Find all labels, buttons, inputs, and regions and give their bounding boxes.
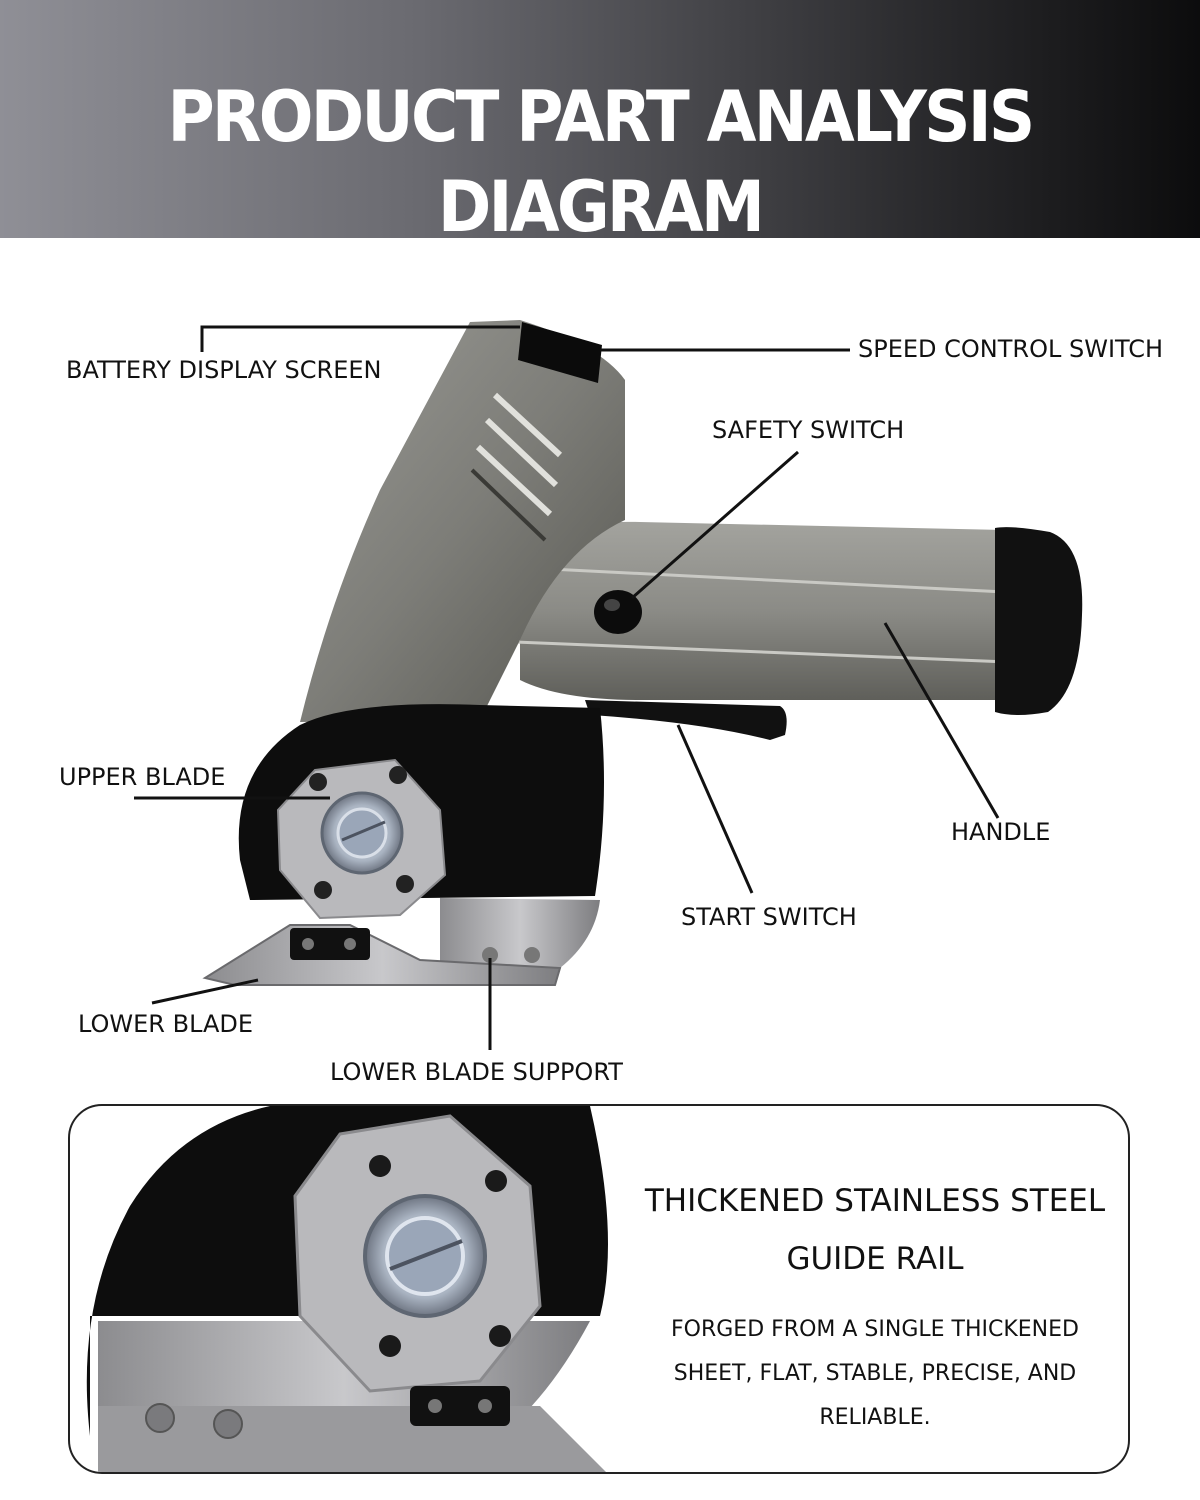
- callout-start-switch: [676, 724, 754, 894]
- panel-title: THICKENED STAINLESS STEEL GUIDE RAIL: [630, 1172, 1120, 1288]
- panel-title-line-1: THICKENED STAINLESS STEEL: [644, 1183, 1106, 1219]
- label-speed-control-switch: SPEED CONTROL SWITCH: [858, 335, 1164, 363]
- label-handle: HANDLE: [951, 818, 1051, 846]
- label-start-switch: START SWITCH: [681, 903, 857, 931]
- display-screen-shape: [518, 322, 602, 383]
- label-safety-switch: SAFETY SWITCH: [712, 416, 905, 444]
- safety-button: [594, 590, 642, 634]
- panel-description: FORGED FROM A SINGLE THICKENED SHEET, FL…: [645, 1308, 1105, 1440]
- label-lower-blade-support: LOWER BLADE SUPPORT: [330, 1058, 623, 1086]
- panel-desc-line-3: RELIABLE.: [819, 1405, 931, 1430]
- start-trigger: [585, 700, 787, 740]
- motor-body: [300, 320, 625, 722]
- lower-blade-support-shape: [440, 898, 600, 968]
- label-lower-blade: LOWER BLADE: [78, 1010, 254, 1038]
- panel-title-line-2: GUIDE RAIL: [786, 1241, 964, 1277]
- handle-body: [520, 521, 1015, 700]
- callout-lower-blade: [151, 978, 259, 1005]
- callout-safety-switch: [631, 450, 799, 600]
- page-title: PRODUCT PART ANALYSIS DIAGRAM: [167, 76, 1035, 248]
- callout-handle: [883, 622, 1000, 819]
- closeup-illustration: [86, 1106, 609, 1472]
- label-upper-blade: UPPER BLADE: [59, 763, 226, 791]
- detail-panel: THICKENED STAINLESS STEEL GUIDE RAIL FOR…: [68, 1104, 1130, 1474]
- panel-desc-line-2: SHEET, FLAT, STABLE, PRECISE, AND: [673, 1361, 1077, 1386]
- callout-battery-display: [200, 325, 520, 352]
- label-battery-display-screen: BATTERY DISPLAY SCREEN: [66, 356, 382, 384]
- panel-desc-line-1: FORGED FROM A SINGLE THICKENED: [671, 1317, 1079, 1342]
- battery-cap: [995, 527, 1083, 715]
- header-banner: PRODUCT PART ANALYSIS DIAGRAM: [0, 0, 1200, 248]
